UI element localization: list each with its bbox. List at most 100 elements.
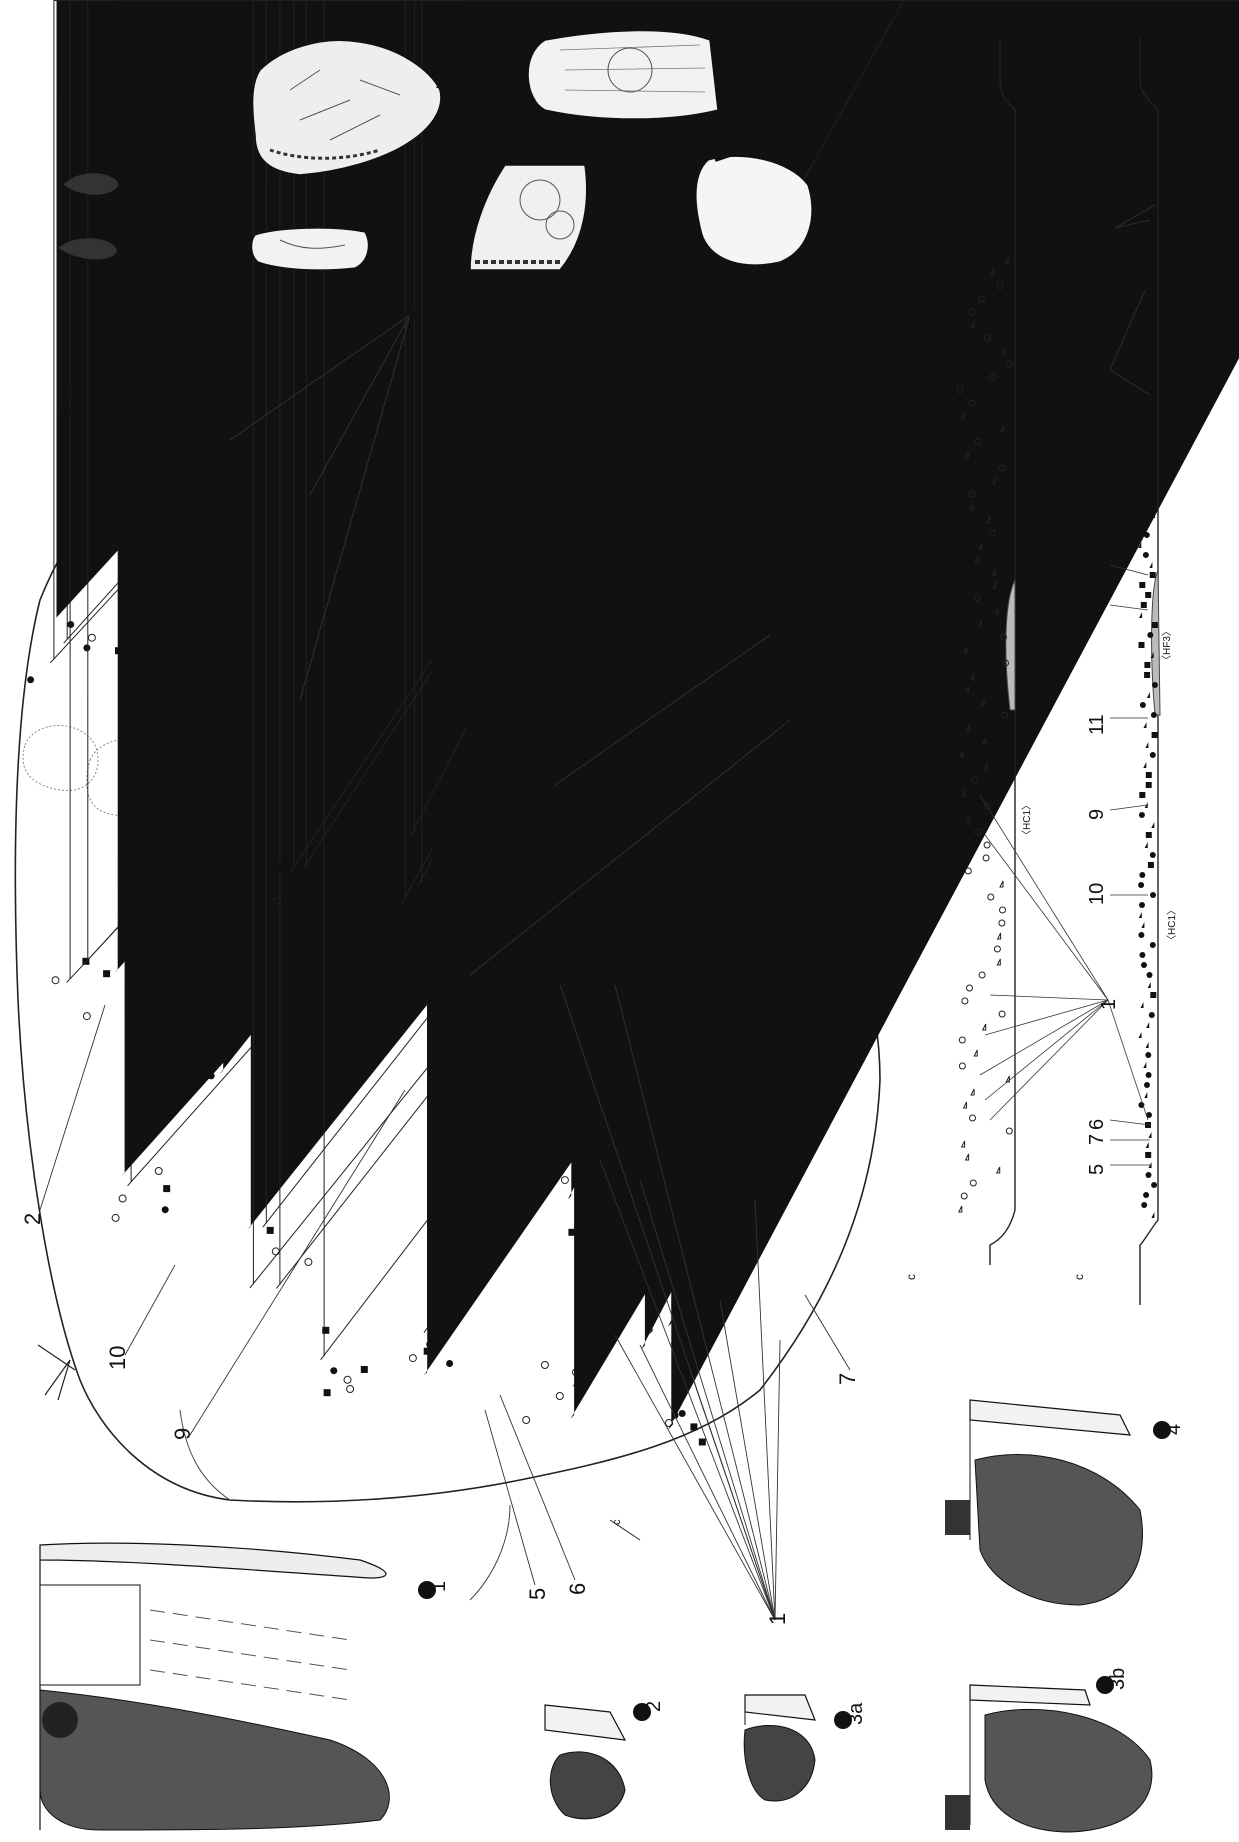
leader-line	[1109, 1119, 1151, 1126]
plan-label-10: 10	[105, 1346, 130, 1370]
leader-line	[124, 1264, 176, 1356]
artifact-symbol	[1142, 452, 1148, 458]
plan-label-12b: 12b	[486, 478, 501, 500]
artifact-symbol	[1148, 482, 1155, 488]
plan-label-4: 4	[398, 308, 423, 320]
tool-6-number: 6	[141, 161, 163, 172]
artifact-symbol	[970, 321, 975, 329]
artifact-symbol	[1138, 882, 1145, 888]
leader-line	[599, 1159, 776, 1621]
artifact-symbol	[1139, 522, 1143, 528]
artifact-symbol	[1145, 342, 1149, 348]
artifact-symbol	[1145, 1072, 1152, 1078]
artifact-symbol	[1140, 602, 1147, 608]
scale-label-0: 0	[1218, 353, 1233, 360]
tool-5: 5	[57, 229, 163, 261]
artifact-symbol	[1150, 432, 1157, 438]
artifact-symbol	[1146, 282, 1153, 288]
artifact-symbol	[1145, 772, 1152, 778]
pottery-3b-number: 3b	[1107, 1668, 1129, 1690]
section-label-6: 6	[1086, 1119, 1108, 1130]
artifact-symbol	[974, 828, 982, 836]
artifact-symbol	[973, 1049, 978, 1057]
artifact-symbol	[974, 555, 979, 563]
artifact-symbol	[965, 724, 971, 732]
artifact-symbol	[999, 425, 1005, 433]
artifact-symbol	[1138, 382, 1145, 388]
diamond-marker-10	[728, 38, 752, 62]
artifact-symbol	[977, 542, 983, 550]
circle-marker-3a	[834, 1711, 852, 1729]
artifact-symbol	[1145, 1142, 1149, 1148]
artifact-symbol	[971, 776, 979, 784]
pottery-2-number: 2	[643, 1701, 665, 1712]
artifact-symbol	[1000, 347, 1006, 355]
artifact-symbol	[989, 269, 994, 277]
artifact-symbol	[1138, 642, 1145, 648]
pottery-3a-number: 3a	[845, 1702, 867, 1725]
leader-line	[719, 1299, 776, 1621]
caption: 1層及び2層遺物出土状況	[881, 737, 896, 870]
artifact-symbol	[1004, 256, 1009, 264]
tool-10: 10	[527, 10, 758, 120]
artifact-symbol	[1148, 1132, 1152, 1138]
artifact-symbol	[1001, 711, 1009, 719]
circle-marker-1	[418, 1581, 436, 1599]
leader-line	[469, 719, 791, 976]
artifact-symbol	[999, 880, 1004, 888]
tool-9-number: 9	[598, 149, 620, 160]
artifact-symbol	[1147, 862, 1154, 868]
section-c-upper: c	[904, 1274, 918, 1280]
leader-line	[979, 999, 1109, 1076]
artifact-symbol	[964, 451, 969, 459]
artifact-symbol	[968, 490, 976, 498]
artifact-symbol	[998, 464, 1006, 472]
artifact-symbol	[1005, 1075, 1010, 1083]
plan-label-6: 6	[565, 1583, 590, 1595]
plan-artifact-symbols	[27, 0, 1239, 1446]
plan-leader-lines	[39, 314, 851, 1621]
artifact-symbol	[1151, 1182, 1158, 1188]
artifact-symbol	[82, 1012, 91, 1021]
leader-line	[1109, 604, 1149, 611]
artifact-symbol	[989, 529, 996, 537]
artifact-symbol	[1143, 262, 1150, 268]
artifact-symbol	[1151, 1212, 1155, 1218]
leader-line	[614, 1334, 776, 1621]
artifact-symbol	[1144, 672, 1151, 678]
leader-line	[984, 999, 1109, 1101]
artifact-symbol	[1139, 612, 1143, 618]
artifact-symbol	[1144, 1092, 1148, 1098]
artifact-symbol	[973, 594, 981, 602]
artifact-symbol	[27, 676, 35, 684]
artifact-symbol	[980, 698, 986, 706]
artifact-symbol	[323, 1389, 331, 1397]
section-label-5: 5	[1086, 1164, 1108, 1175]
artifact-symbol	[1151, 682, 1158, 688]
artifact-symbol	[67, 621, 75, 628]
artifact-symbol	[1146, 1022, 1150, 1028]
artifact-symbol	[962, 1101, 968, 1109]
artifact-symbol	[964, 685, 970, 693]
leader-line	[1109, 289, 1146, 371]
artifact-symbol	[1139, 702, 1146, 708]
artifact-symbol	[981, 1023, 987, 1031]
leader-line	[614, 984, 776, 1621]
artifact-symbol	[1144, 1082, 1150, 1088]
artifact-symbol	[1149, 852, 1156, 858]
artifact-symbol	[560, 1176, 569, 1185]
artifact-symbol	[304, 1258, 313, 1266]
outer-arc-2	[469, 1504, 511, 1601]
artifact-symbol	[111, 1213, 120, 1222]
plan-c-letter-lower: c	[611, 1519, 623, 1525]
artifact-symbol	[1146, 1112, 1152, 1118]
artifact-symbol	[1151, 622, 1158, 628]
artifact-symbol	[966, 984, 973, 992]
artifact-symbol	[989, 373, 996, 381]
artifact-symbol	[981, 737, 987, 745]
artifact-symbol	[1138, 502, 1145, 508]
leader-line	[639, 1344, 776, 1621]
artifact-symbol	[1151, 212, 1158, 218]
leader-line	[1109, 369, 1151, 396]
artifact-symbol	[969, 1179, 977, 1187]
